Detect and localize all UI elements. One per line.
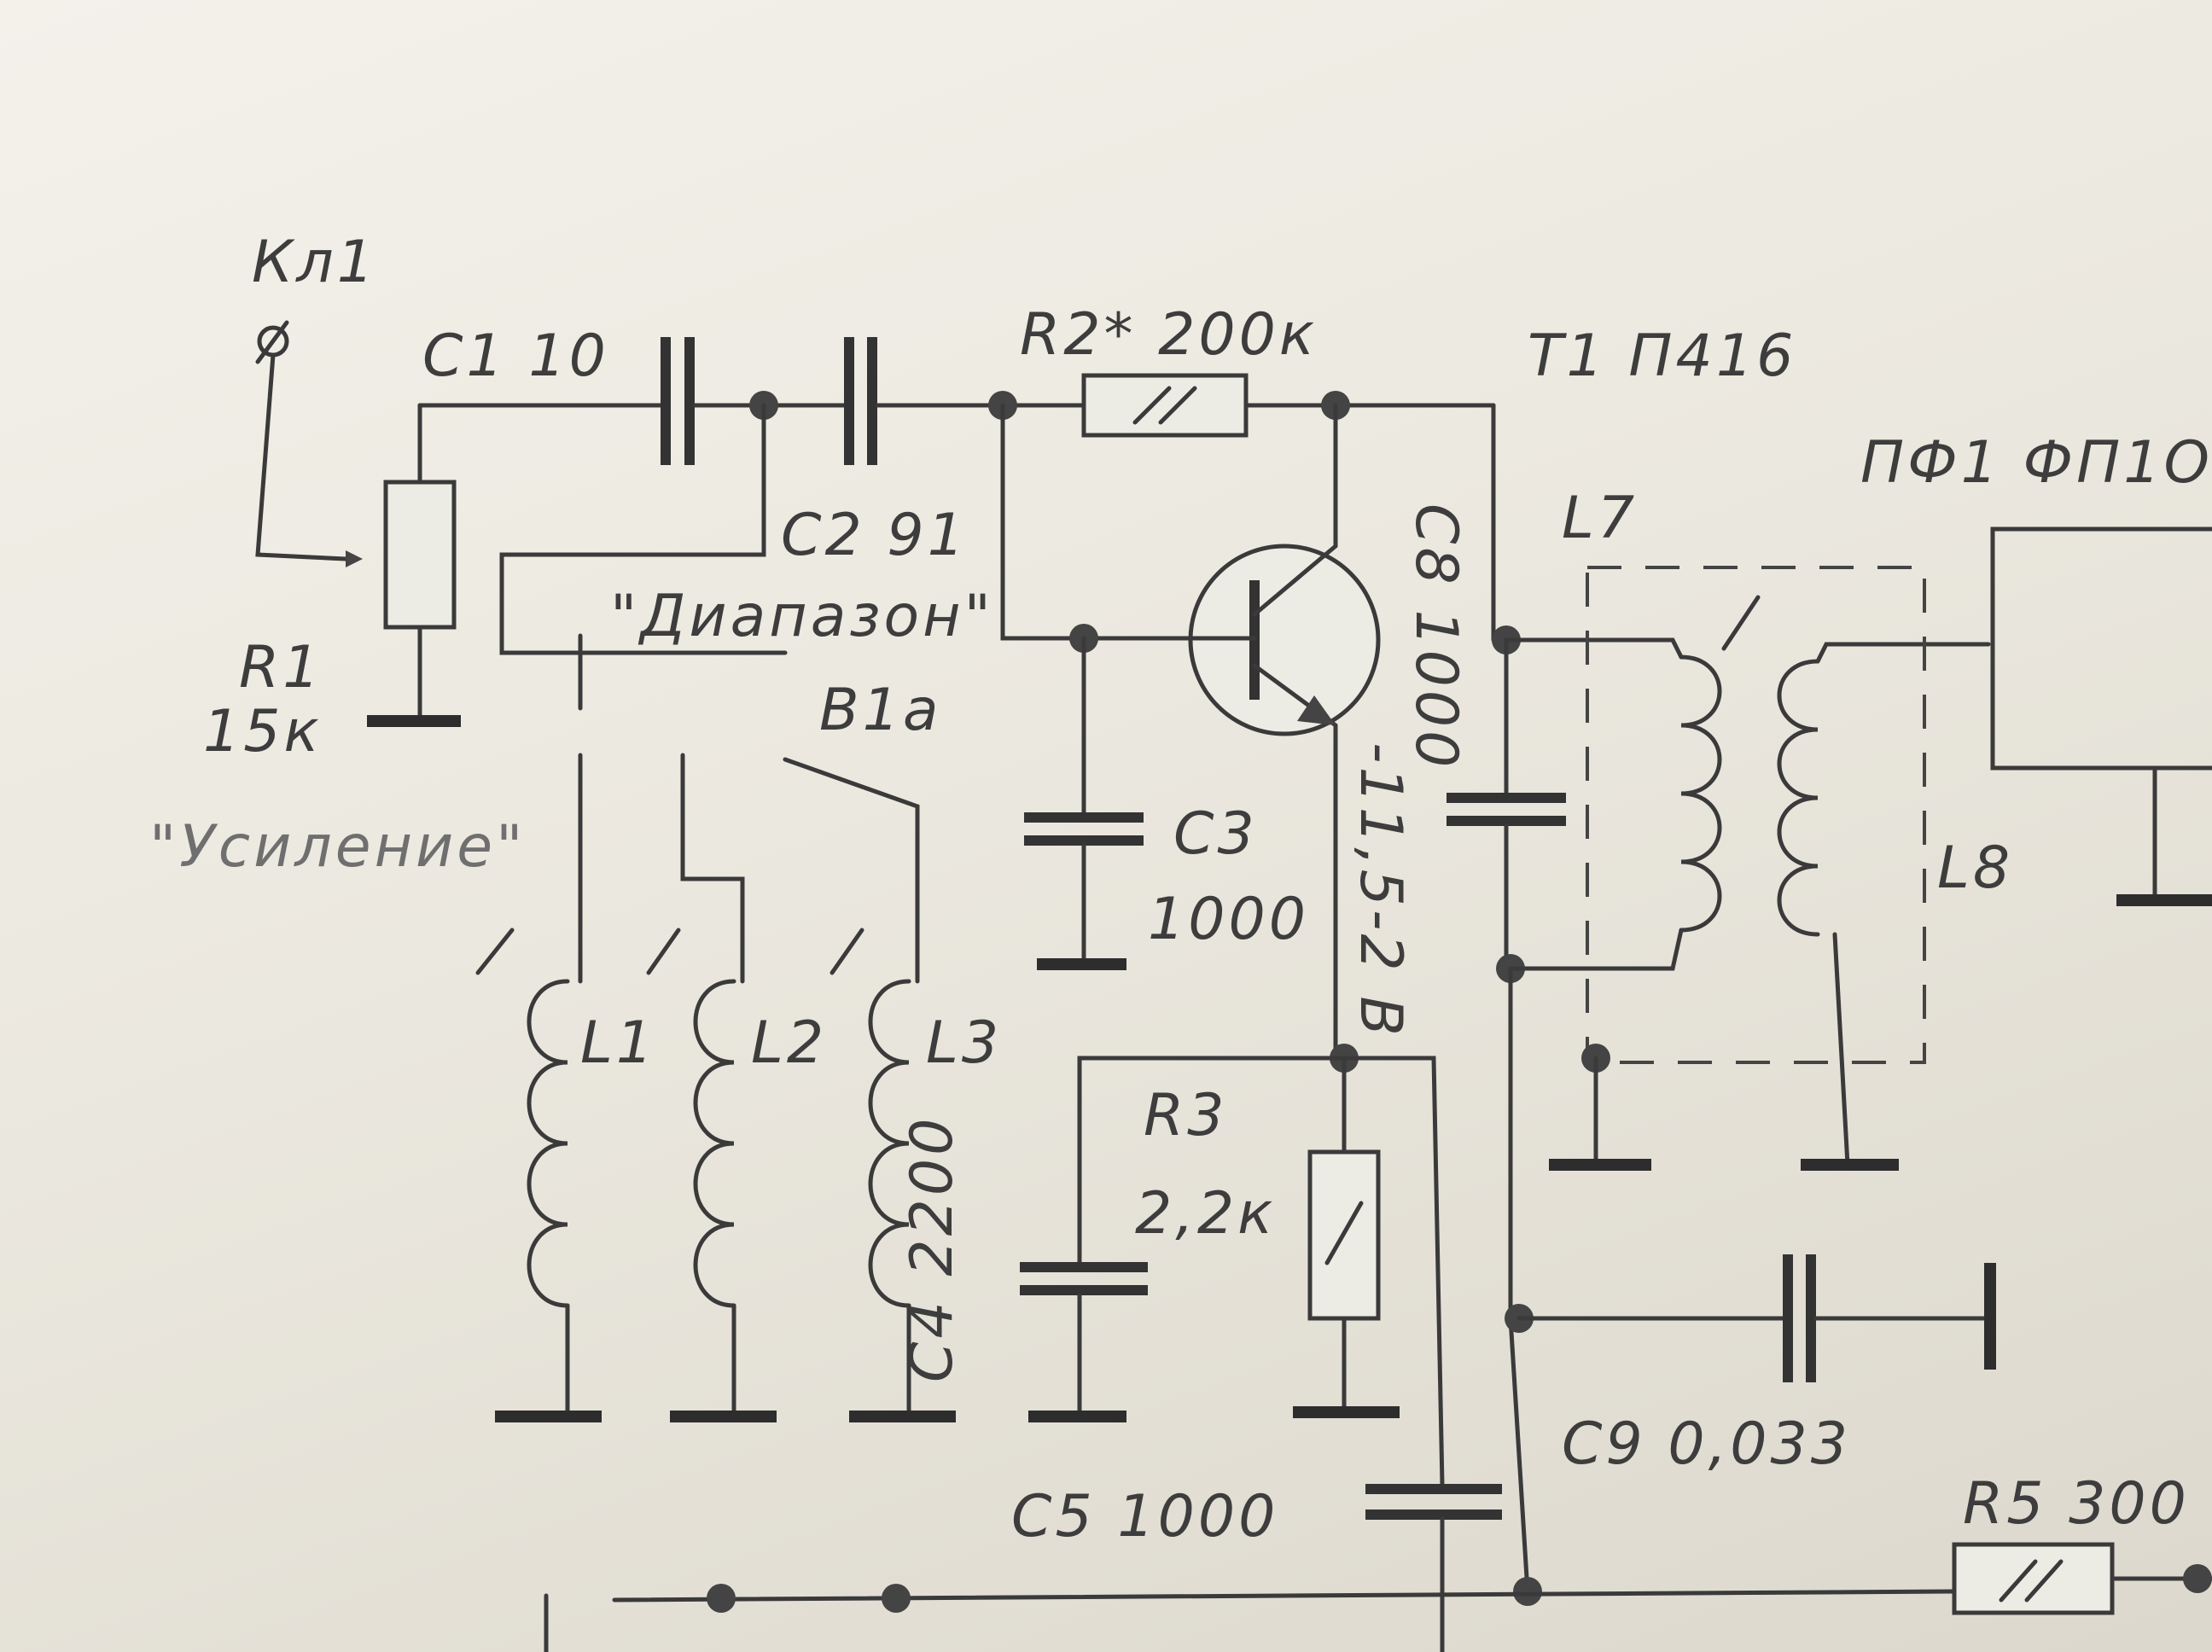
label-r1-value: 15к (203, 698, 323, 765)
label-c3: C3 (1173, 800, 1258, 868)
antenna-terminal (255, 320, 363, 567)
label-l1: L1 (580, 1009, 656, 1077)
label-c8: C8 1000 (1402, 503, 1470, 771)
label-c2: C2 91 (781, 502, 968, 569)
label-usilenie: "Усиление" (149, 813, 526, 881)
label-pf1: ПФ1 ФП1О (1860, 429, 2212, 497)
resistor-r3 (1293, 1056, 1400, 1418)
junction (882, 1584, 911, 1613)
shield-outline (1586, 566, 1926, 1064)
label-r5: R5 300 (1963, 1470, 2190, 1538)
label-r3-value: 2,2к (1135, 1180, 1276, 1248)
capacitor-c9 (1516, 1254, 1996, 1382)
inductor-l8 (1777, 642, 1991, 1171)
wire-base (1000, 403, 1257, 641)
label-r3: R3 (1144, 1082, 1228, 1149)
label-diapazon: "Диапазон" (610, 583, 994, 650)
wire-emitter-node (1077, 1056, 1445, 1487)
label-l8: L8 (1937, 835, 2013, 902)
capacitor-c2 (844, 337, 877, 465)
wire-l2 (680, 753, 745, 984)
capacitor-c4 (1020, 1262, 1148, 1422)
filter-pf1-box (1990, 526, 2212, 906)
tuning-arrow-icon (475, 595, 1761, 975)
label-c3-value: 1000 (1148, 886, 1309, 953)
capacitor-c1 (661, 337, 695, 465)
junction (707, 1584, 736, 1613)
label-r1: R1 (239, 634, 323, 701)
junction (1513, 1577, 1542, 1606)
label-r2: R2* 200к (1020, 301, 1318, 369)
resistor-r5 (1952, 1542, 2212, 1615)
label-l3: L3 (926, 1009, 1002, 1077)
capacitor-c3 (1024, 636, 1144, 970)
label-voltage: -11,5-2 В (1347, 742, 1414, 1039)
inductor-l7 (1504, 637, 1722, 971)
label-kl1: Кл1 (252, 229, 377, 296)
label-l2: L2 (751, 1009, 827, 1077)
wire-rail-lower (1508, 966, 1530, 1594)
wire-bottom-rail (612, 1589, 1957, 1603)
label-c9: C9 0,033 (1562, 1411, 1851, 1478)
wire-l3 (783, 757, 920, 984)
label-c5: C5 1000 (1011, 1483, 1278, 1550)
inductor-l1 (495, 979, 602, 1422)
label-l7: L7 (1562, 485, 1638, 552)
resistor-r2 (1081, 373, 1249, 438)
resistor-r1 (367, 403, 461, 727)
capacitor-c5 (1365, 1484, 1502, 1652)
label-b1a: B1а (819, 677, 942, 744)
label-c1: C1 10 (422, 323, 609, 390)
wire-range-switch (499, 403, 788, 655)
junction (2183, 1564, 2212, 1593)
inductor-l3 (849, 979, 956, 1422)
label-t1: T1 П416 (1528, 323, 1796, 390)
capacitor-c8 (1447, 637, 1566, 971)
inductor-l2 (670, 979, 777, 1422)
label-c4: C4 2200 (899, 1115, 966, 1382)
